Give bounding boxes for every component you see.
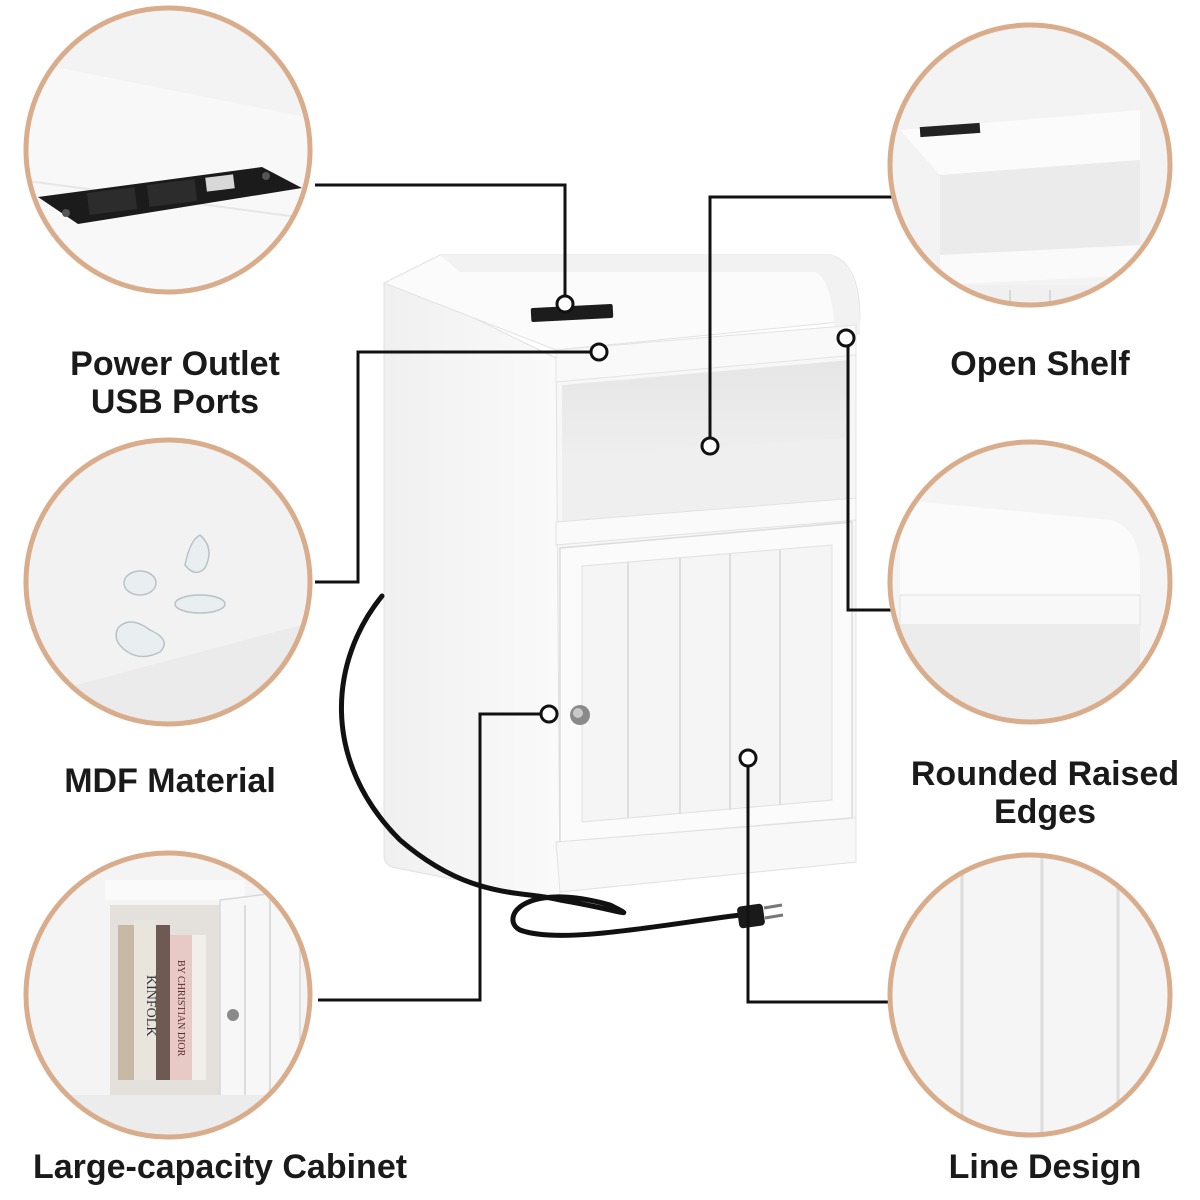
detail-line-design (887, 852, 1173, 1138)
feature-label-mdf-material: MDF Material (64, 762, 276, 800)
feature-label-rounded-edges-line2: Edges (993, 793, 1097, 831)
power-plug-icon (737, 903, 784, 929)
book-spine-kinfolk: KINFOLK (143, 975, 158, 1036)
book-spine-dior: BY CHRISTIAN DIOR (175, 960, 186, 1057)
detail-open-shelf (887, 22, 1173, 308)
feature-label-line-design: Line Design (948, 1148, 1142, 1186)
detail-power-outlet (23, 5, 313, 295)
feature-label-power-outlet-line1: Power Outlet (70, 345, 280, 383)
feature-label-rounded-edges-line1: Rounded Raised (910, 755, 1180, 793)
callout-lines (315, 183, 898, 1004)
knob-icon (570, 705, 590, 725)
outlet-icon (38, 167, 302, 224)
detail-mdf-material (23, 437, 313, 727)
feature-label-open-shelf: Open Shelf (950, 345, 1130, 383)
feature-label-rounded-edges: Rounded Raised Edges (890, 755, 1200, 831)
feature-label-power-outlet: Power Outlet USB Ports (30, 345, 320, 421)
detail-cabinet: KINFOLK BY CHRISTIAN DIOR (23, 850, 313, 1140)
callout-dots (539, 294, 856, 768)
feature-label-cabinet: Large-capacity Cabinet (32, 1148, 408, 1186)
feature-label-power-outlet-line2: USB Ports (90, 383, 260, 421)
outlet-icon (530, 303, 614, 323)
cabinet-door (559, 521, 853, 843)
water-drop-icon (115, 534, 226, 658)
detail-rounded-edges (887, 439, 1173, 725)
